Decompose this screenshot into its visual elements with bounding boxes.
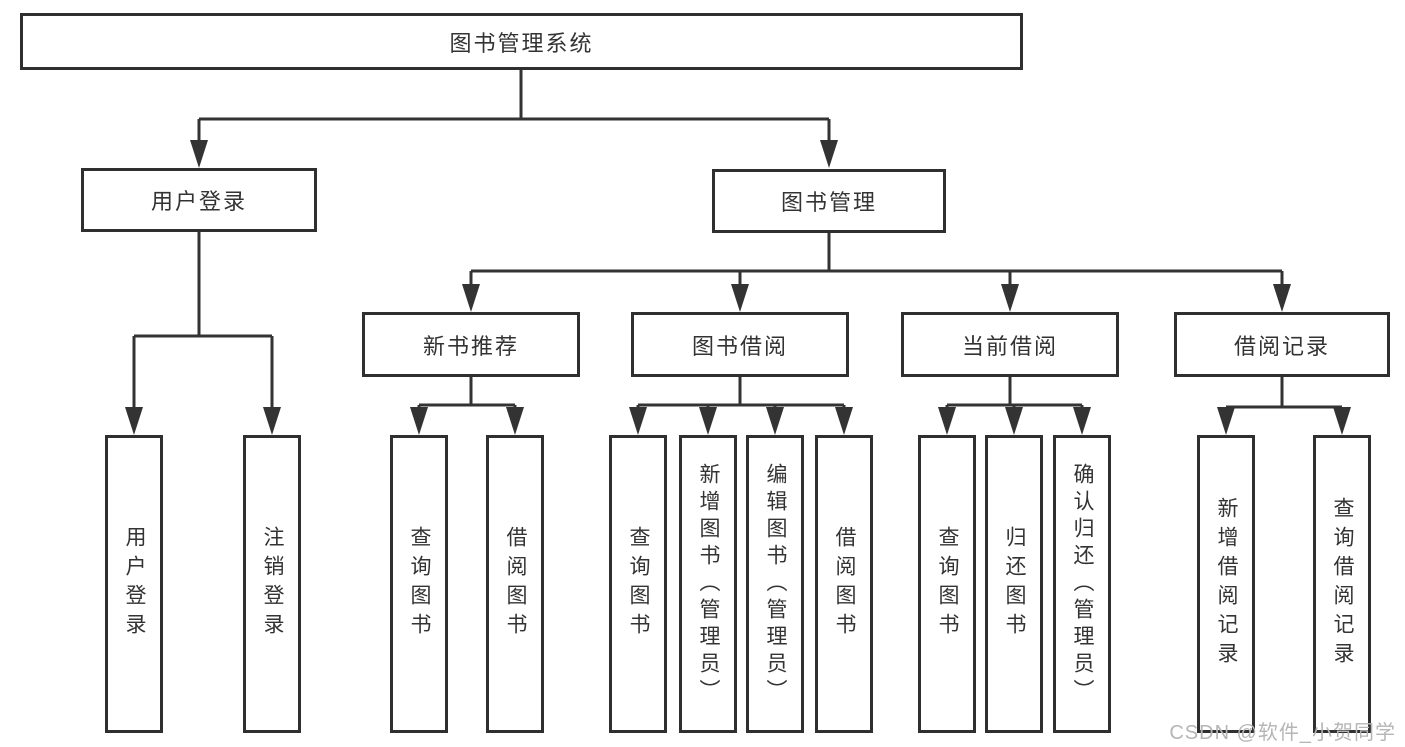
- leaf-query-borrow-record: 查询借阅记录: [1313, 435, 1371, 733]
- connector-bookmgmt-to-level3: [469, 233, 1284, 290]
- leaf-add-borrow-record: 新增借阅记录: [1197, 435, 1255, 733]
- connector-newbook-to-leaves: [417, 377, 517, 412]
- connector-borrow-to-leaves: [636, 377, 846, 412]
- leaf-return-books: 归还图书: [985, 435, 1043, 733]
- arrowheads-level3: [462, 284, 1291, 312]
- connector-records-to-leaves: [1224, 377, 1344, 412]
- node-current-borrowing: 当前借阅: [901, 312, 1119, 377]
- arrowheads-newbook-leaves: [410, 407, 524, 435]
- leaf-query-books-borrow: 查询图书: [609, 435, 667, 733]
- arrowheads-current-leaves: [938, 407, 1091, 435]
- leaf-add-books-admin: 新增图书（管理员）: [679, 435, 737, 733]
- connector-root-to-level2: [197, 70, 831, 146]
- connector-userlogin-to-leaves: [132, 232, 274, 412]
- node-borrowing-records: 借阅记录: [1174, 312, 1390, 377]
- node-book-management: 图书管理: [712, 169, 946, 233]
- connector-current-to-leaves: [945, 377, 1084, 412]
- arrowheads-borrow-leaves: [629, 407, 853, 435]
- leaf-query-books-newbook: 查询图书: [390, 435, 448, 733]
- node-book-borrowing: 图书借阅: [631, 312, 849, 377]
- leaf-query-books-current: 查询图书: [918, 435, 976, 733]
- leaf-borrow-books-newbook: 借阅图书: [486, 435, 544, 733]
- node-user-login: 用户登录: [81, 168, 317, 232]
- leaf-borrow-books-borrow: 借阅图书: [815, 435, 873, 733]
- arrowheads-userlogin-leaves: [125, 407, 281, 435]
- node-new-book-recommendation: 新书推荐: [362, 312, 580, 377]
- csdn-watermark: CSDN @软件_小贺同学: [1169, 722, 1396, 744]
- arrowheads-level2: [190, 140, 838, 168]
- leaf-edit-books-admin: 编辑图书（管理员）: [746, 435, 804, 733]
- leaf-user-login: 用户登录: [105, 435, 163, 733]
- leaf-logout: 注销登录: [243, 435, 301, 733]
- node-library-management-system: 图书管理系统: [20, 13, 1023, 70]
- arrowheads-records-leaves: [1217, 407, 1351, 435]
- leaf-confirm-return-admin: 确认归还（管理员）: [1053, 435, 1111, 733]
